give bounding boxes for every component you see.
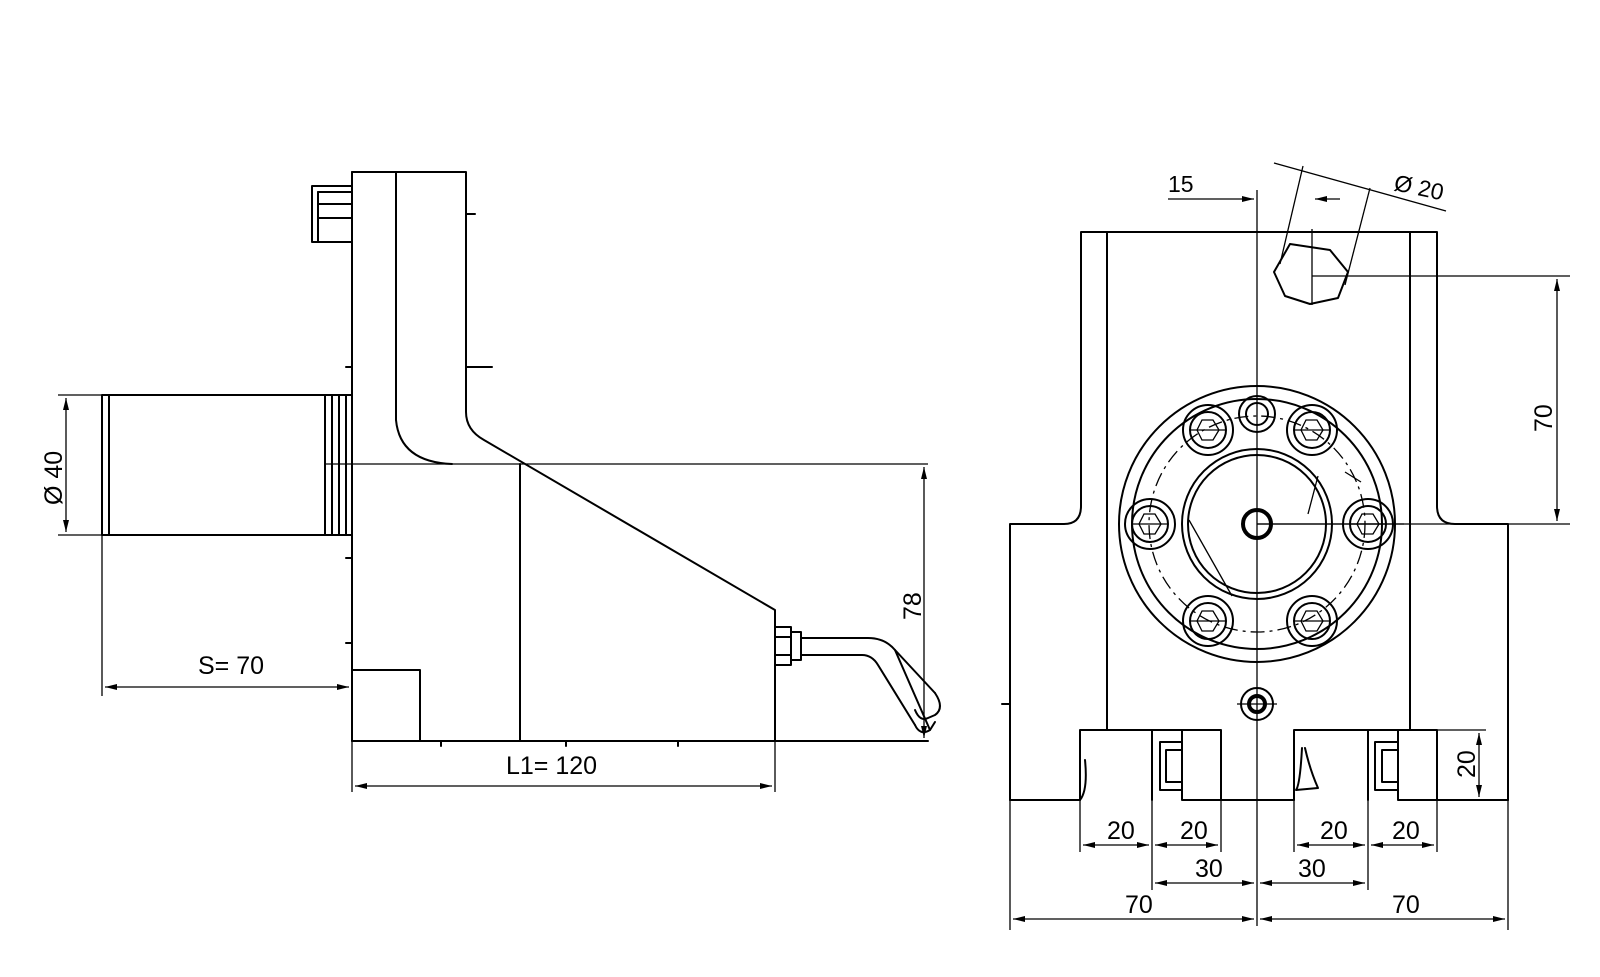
bolt-bottom-right bbox=[1286, 595, 1338, 647]
bolt-right bbox=[1342, 498, 1394, 550]
center-70-label: 70 bbox=[1530, 404, 1558, 432]
front-view: Ø 20 15 70 bbox=[1001, 162, 1570, 930]
coolant-port-bottom bbox=[1237, 687, 1277, 721]
dimension-half-widths: 70 70 bbox=[1009, 800, 1509, 930]
dimension-slot-offsets: 30 30 bbox=[1155, 855, 1365, 886]
hole-20-label: Ø 20 bbox=[1392, 169, 1446, 205]
slot-width-label-1: 20 bbox=[1107, 817, 1135, 845]
dimension-slot-height-20: 20 bbox=[1437, 729, 1486, 801]
slot-height-20-label: 20 bbox=[1453, 750, 1481, 778]
half-width-label-2: 70 bbox=[1392, 891, 1420, 919]
coolant-port-top bbox=[1238, 395, 1276, 433]
bolt-top-right bbox=[1286, 404, 1338, 456]
dia-40-label: Ø 40 bbox=[40, 451, 68, 505]
side-view: Ø 40 S= 70 L1= 120 78 bbox=[40, 171, 941, 792]
slot-width-label-3: 20 bbox=[1320, 817, 1348, 845]
dimension-length-120: L1= 120 bbox=[351, 741, 776, 792]
bolt-bottom-left bbox=[1182, 595, 1234, 647]
offset-15-label: 15 bbox=[1168, 171, 1194, 197]
dimension-dia-40: Ø 40 bbox=[40, 394, 102, 536]
top-clamp-screw bbox=[311, 185, 353, 243]
slot-width-label-4: 20 bbox=[1392, 817, 1420, 845]
length-120-label: L1= 120 bbox=[506, 752, 597, 780]
dimension-offset-15: 15 bbox=[1168, 171, 1340, 202]
coolant-nozzle bbox=[774, 626, 941, 734]
tool-body bbox=[345, 171, 929, 747]
top-hole: Ø 20 bbox=[1273, 162, 1570, 305]
dimension-slot-widths: 20 20 20 20 bbox=[1079, 800, 1438, 890]
clamp-slots bbox=[1079, 729, 1438, 801]
dimension-stroke-70: S= 70 bbox=[101, 535, 349, 696]
stroke-70-label: S= 70 bbox=[198, 652, 264, 680]
slot-offset-label-1: 30 bbox=[1195, 855, 1223, 883]
height-78-label: 78 bbox=[899, 592, 927, 620]
flange-bolts bbox=[1124, 395, 1394, 721]
bolt-left bbox=[1124, 498, 1176, 550]
slot-offset-label-2: 30 bbox=[1298, 855, 1326, 883]
shank bbox=[101, 394, 353, 536]
dimension-center-70: 70 bbox=[1257, 279, 1570, 525]
front-body bbox=[1001, 231, 1509, 801]
half-width-label-1: 70 bbox=[1125, 891, 1153, 919]
slot-width-label-2: 20 bbox=[1180, 817, 1208, 845]
dimension-height-78: 78 bbox=[899, 467, 927, 738]
bolt-top-left bbox=[1182, 404, 1234, 456]
